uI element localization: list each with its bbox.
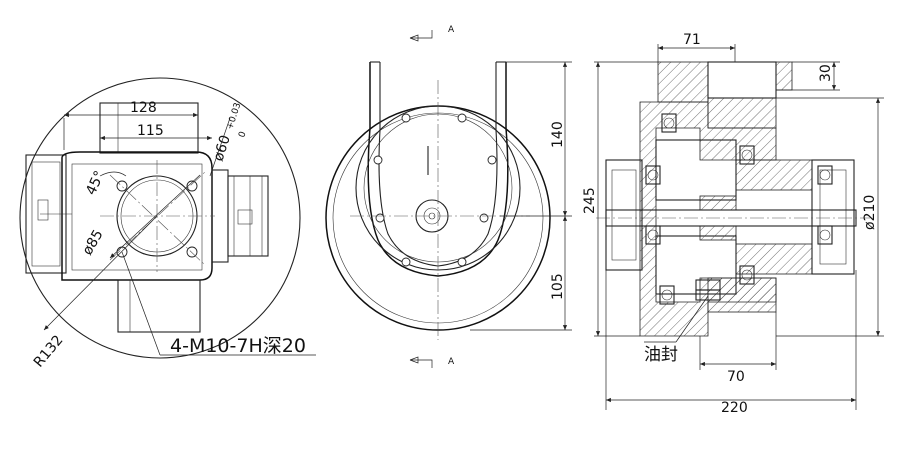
- left-view: 128 115 ø60 +0.03 0 45° ø85 R132 4-M10-7…: [19, 77, 316, 371]
- threaded-hole: [186, 180, 198, 192]
- dim-128: 128: [130, 100, 157, 116]
- section-bottom: A: [448, 357, 455, 367]
- thread-note: 4-M10-7H深20: [170, 335, 306, 357]
- upper-housing: [99, 102, 199, 154]
- dim-115: 115: [137, 123, 164, 139]
- top-flange-section: [657, 61, 709, 103]
- right-view: 71 30 245 ø210 油封 70 220: [582, 32, 884, 416]
- lower-housing: [117, 279, 201, 333]
- outer-radius-circle: [19, 77, 301, 359]
- dim-220: 220: [721, 400, 748, 416]
- dim-70: 70: [727, 369, 745, 385]
- flange: [211, 169, 269, 263]
- middle-view: A A 140: [325, 25, 572, 368]
- fork: [367, 62, 509, 277]
- dim-140: 140: [550, 121, 566, 148]
- dim-105: 105: [550, 273, 566, 300]
- dim-71: 71: [683, 32, 701, 48]
- seal-label: 油封: [644, 345, 678, 365]
- dim-210: ø210: [862, 195, 878, 230]
- threaded-hole: [186, 246, 198, 258]
- radius-132: R132: [31, 332, 67, 370]
- threaded-hole: [116, 180, 128, 192]
- dim-60: ø60: [211, 133, 234, 163]
- dim-30: 30: [818, 64, 834, 82]
- bearings: [645, 113, 833, 305]
- angle-45: 45°: [83, 168, 108, 197]
- tol-upper: +0.03: [225, 102, 243, 131]
- tol-lower: 0: [237, 130, 248, 139]
- gearbox-body: [61, 151, 213, 281]
- dim-85: ø85: [80, 227, 107, 258]
- section-top: A: [448, 25, 455, 35]
- dim-245: 245: [582, 187, 598, 214]
